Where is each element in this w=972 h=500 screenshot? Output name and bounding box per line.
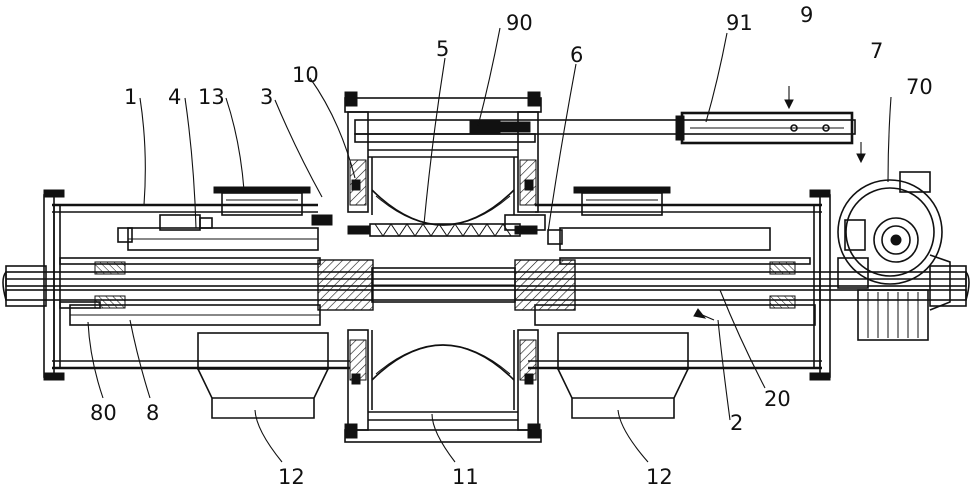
callout-labels: 1 4 13 3 10 5 90 6 91 9 7 70 80 8 12 11 … <box>90 3 933 489</box>
top-hatch-right <box>573 186 671 216</box>
callout-7: 7 <box>870 39 883 63</box>
callout-12a: 12 <box>278 465 305 489</box>
callout-13: 13 <box>198 85 225 109</box>
callout-6: 6 <box>570 43 583 67</box>
callout-11: 11 <box>452 465 479 489</box>
callout-70: 70 <box>906 75 933 99</box>
air-cylinder <box>354 111 856 145</box>
callout-20: 20 <box>764 387 791 411</box>
outer-housing <box>43 189 831 381</box>
callout-10: 10 <box>292 63 319 87</box>
callout-12b: 12 <box>646 465 673 489</box>
top-hatch-left <box>213 186 311 216</box>
direction-arrows <box>693 86 866 321</box>
bottom-hopper-right <box>557 332 689 419</box>
gear-motor <box>837 171 951 341</box>
callout-3: 3 <box>260 85 273 109</box>
callout-9: 9 <box>800 3 813 27</box>
callout-5: 5 <box>436 37 449 61</box>
callout-2: 2 <box>730 411 743 435</box>
callout-8: 8 <box>146 401 159 425</box>
rotor-assembly <box>2 227 970 326</box>
callout-4: 4 <box>168 85 181 109</box>
spring-and-fittings <box>117 214 563 245</box>
leader-lines <box>87 27 892 463</box>
callout-90: 90 <box>506 11 533 35</box>
callout-80: 80 <box>90 401 117 425</box>
callout-1: 1 <box>124 85 137 109</box>
central-valve-body <box>344 91 542 443</box>
bottom-hopper-left <box>197 332 329 419</box>
callout-91: 91 <box>726 11 753 35</box>
